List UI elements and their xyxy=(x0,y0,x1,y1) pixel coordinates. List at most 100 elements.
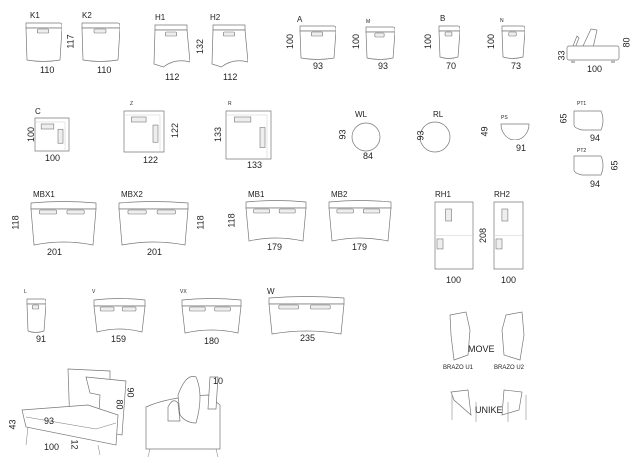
width-dimension: 94 xyxy=(590,133,601,143)
depth-dimension: 93 xyxy=(415,130,426,141)
width-dimension: 100 xyxy=(446,275,462,285)
module-drawing-l xyxy=(25,298,47,338)
width-dimension: 235 xyxy=(300,333,316,343)
seat-height-dimension: 43 xyxy=(7,419,18,430)
module-label: Z xyxy=(130,101,134,107)
module-drawing-w xyxy=(267,296,346,341)
width-dimension: 73 xyxy=(511,61,522,71)
module-label: RH1 xyxy=(435,190,452,199)
move-label: MOVE xyxy=(468,344,495,354)
width-dimension: 91 xyxy=(36,334,47,344)
module-drawing-vx xyxy=(180,298,243,340)
width-dimension: 93 xyxy=(378,61,389,71)
back-high-dimension: 90 xyxy=(125,387,136,398)
module-label: L xyxy=(24,289,27,295)
depth-dimension: 117 xyxy=(65,34,76,49)
width-dimension: 110 xyxy=(97,65,112,75)
module-drawing-n xyxy=(500,25,526,64)
module-label: PT1 xyxy=(577,101,587,107)
width-dimension: 100 xyxy=(45,153,61,163)
module-label: K1 xyxy=(30,11,40,20)
width-dimension: 70 xyxy=(446,61,457,71)
module-drawing-k1 xyxy=(24,22,63,67)
module-drawing-wl xyxy=(351,122,381,157)
depth-dimension: 100 xyxy=(26,126,37,143)
depth-dimension: 132 xyxy=(195,38,206,55)
brazo-u1-label: BRAZO U1 xyxy=(443,365,474,371)
module-drawing-pt2 xyxy=(572,155,605,181)
depth-dimension: 118 xyxy=(10,215,21,230)
width-dimension: 180 xyxy=(204,336,220,346)
armrest-drawings xyxy=(446,310,536,430)
module-label: K2 xyxy=(82,11,92,20)
module-drawing-z xyxy=(123,110,165,158)
module-drawing-a xyxy=(298,25,337,65)
module-drawing-mbx2 xyxy=(117,201,190,252)
depth-dimension: 118 xyxy=(195,215,206,230)
module-label: MB2 xyxy=(331,190,348,199)
back-low-dimension: 80 xyxy=(114,399,125,410)
depth-dimension: 100 xyxy=(285,33,296,50)
width-dimension: 179 xyxy=(352,242,368,252)
module-label: W xyxy=(267,287,275,296)
leg-dimension: 12 xyxy=(69,439,80,450)
side-height: 80 xyxy=(621,37,632,48)
module-drawing-m xyxy=(364,26,396,65)
depth-dimension: 118 xyxy=(226,213,237,228)
module-label: MB1 xyxy=(248,190,265,199)
side-seat-height: 33 xyxy=(556,50,567,61)
module-label: MBX2 xyxy=(121,190,143,199)
module-drawing-mb2 xyxy=(327,200,393,248)
module-label: M xyxy=(366,19,371,25)
module-label: PT2 xyxy=(577,148,587,154)
width-dimension: 201 xyxy=(47,247,63,257)
module-label: V xyxy=(92,289,96,295)
perspective-drawing xyxy=(18,365,233,462)
module-drawing-v xyxy=(92,298,147,339)
module-drawing-h2 xyxy=(210,24,249,75)
depth-dimension: 93 xyxy=(337,129,348,140)
width-dimension: 122 xyxy=(143,155,159,165)
module-drawing-mb1 xyxy=(244,200,308,248)
module-label: H1 xyxy=(155,13,166,22)
depth-dimension: 65 xyxy=(558,113,569,124)
module-label: RH2 xyxy=(494,190,511,199)
module-label: RL xyxy=(433,110,444,119)
depth-dimension: 122 xyxy=(170,122,181,139)
module-drawing-rh1 xyxy=(433,201,475,275)
module-label: PS xyxy=(501,115,508,121)
arm-thickness-dimension: 10 xyxy=(213,376,224,386)
side-width: 100 xyxy=(587,64,603,74)
brazo-u2-label: BRAZO U2 xyxy=(494,365,525,371)
width-dimension: 112 xyxy=(223,72,238,82)
width-dimension: 179 xyxy=(267,242,283,252)
width-dimension: 94 xyxy=(590,179,601,189)
width-dimension: 159 xyxy=(111,334,127,344)
module-drawing-r xyxy=(225,110,272,165)
depth-dimension: 100 xyxy=(486,33,497,50)
unike-label: UNIKE xyxy=(475,405,503,415)
module-drawing-c xyxy=(34,117,70,157)
width-dimension: 91 xyxy=(516,143,527,153)
module-drawing-mbx1 xyxy=(29,201,98,252)
module-label: R xyxy=(228,101,232,107)
module-drawing-b xyxy=(437,25,461,64)
width-dimension: 133 xyxy=(247,160,263,170)
module-drawing-h1 xyxy=(152,24,191,75)
depth-dimension: 100 xyxy=(423,33,434,50)
depth-dimension: 65 xyxy=(609,160,620,171)
module-label: B xyxy=(440,14,446,23)
width-dimension: 93 xyxy=(313,61,324,71)
module-label: WL xyxy=(355,110,367,119)
width-dimension: 110 xyxy=(40,65,55,75)
module-label: VX xyxy=(180,289,187,295)
width-dimension: 100 xyxy=(44,442,60,452)
module-drawing-rh2 xyxy=(492,201,525,275)
width-dimension: 84 xyxy=(363,151,374,161)
depth-dimension: 208 xyxy=(478,227,489,244)
depth-dimension: 100 xyxy=(351,33,362,50)
module-label: N xyxy=(500,18,504,24)
depth-dimension: 133 xyxy=(213,126,224,143)
module-drawing-k2 xyxy=(80,22,121,67)
